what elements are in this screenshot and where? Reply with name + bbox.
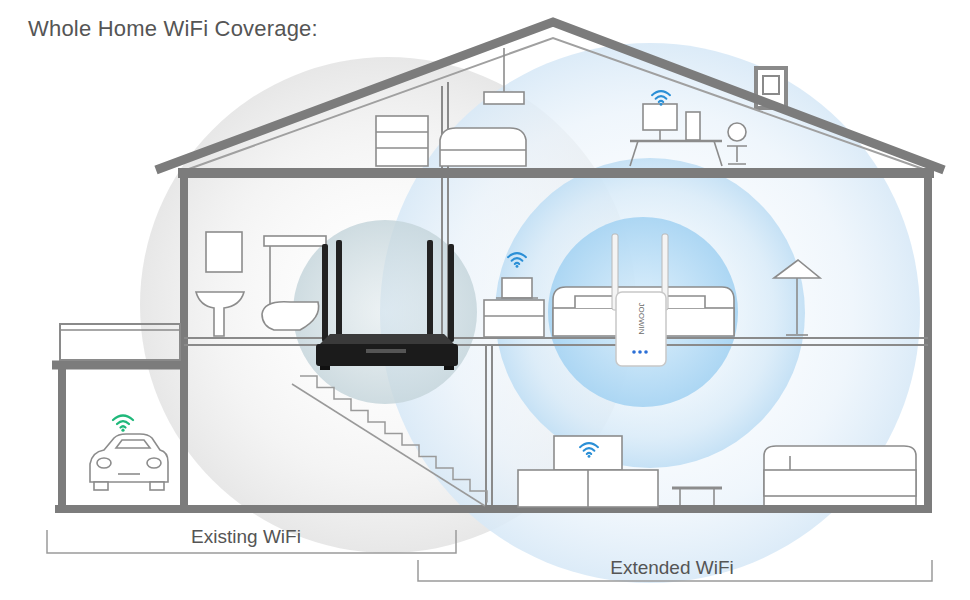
wifi-icon (652, 91, 670, 106)
stair-steps (300, 376, 487, 503)
furniture (90, 48, 916, 507)
wifi-icon (580, 443, 598, 458)
brand-label: JOOWIN (637, 302, 646, 334)
wifi-extender (612, 234, 668, 366)
router-coverage-core (293, 220, 477, 404)
extender-coverage-core (548, 217, 738, 407)
wifi-icon (113, 416, 133, 432)
router (316, 240, 458, 370)
range-label: Extended WiFi (610, 557, 734, 579)
range-label: Existing WiFi (191, 526, 301, 548)
staircase (292, 376, 487, 506)
wifi-icon (508, 253, 526, 268)
stair-rail (292, 384, 485, 506)
page-title: Whole Home WiFi Coverage: (28, 16, 318, 42)
house-structure (52, 22, 944, 512)
